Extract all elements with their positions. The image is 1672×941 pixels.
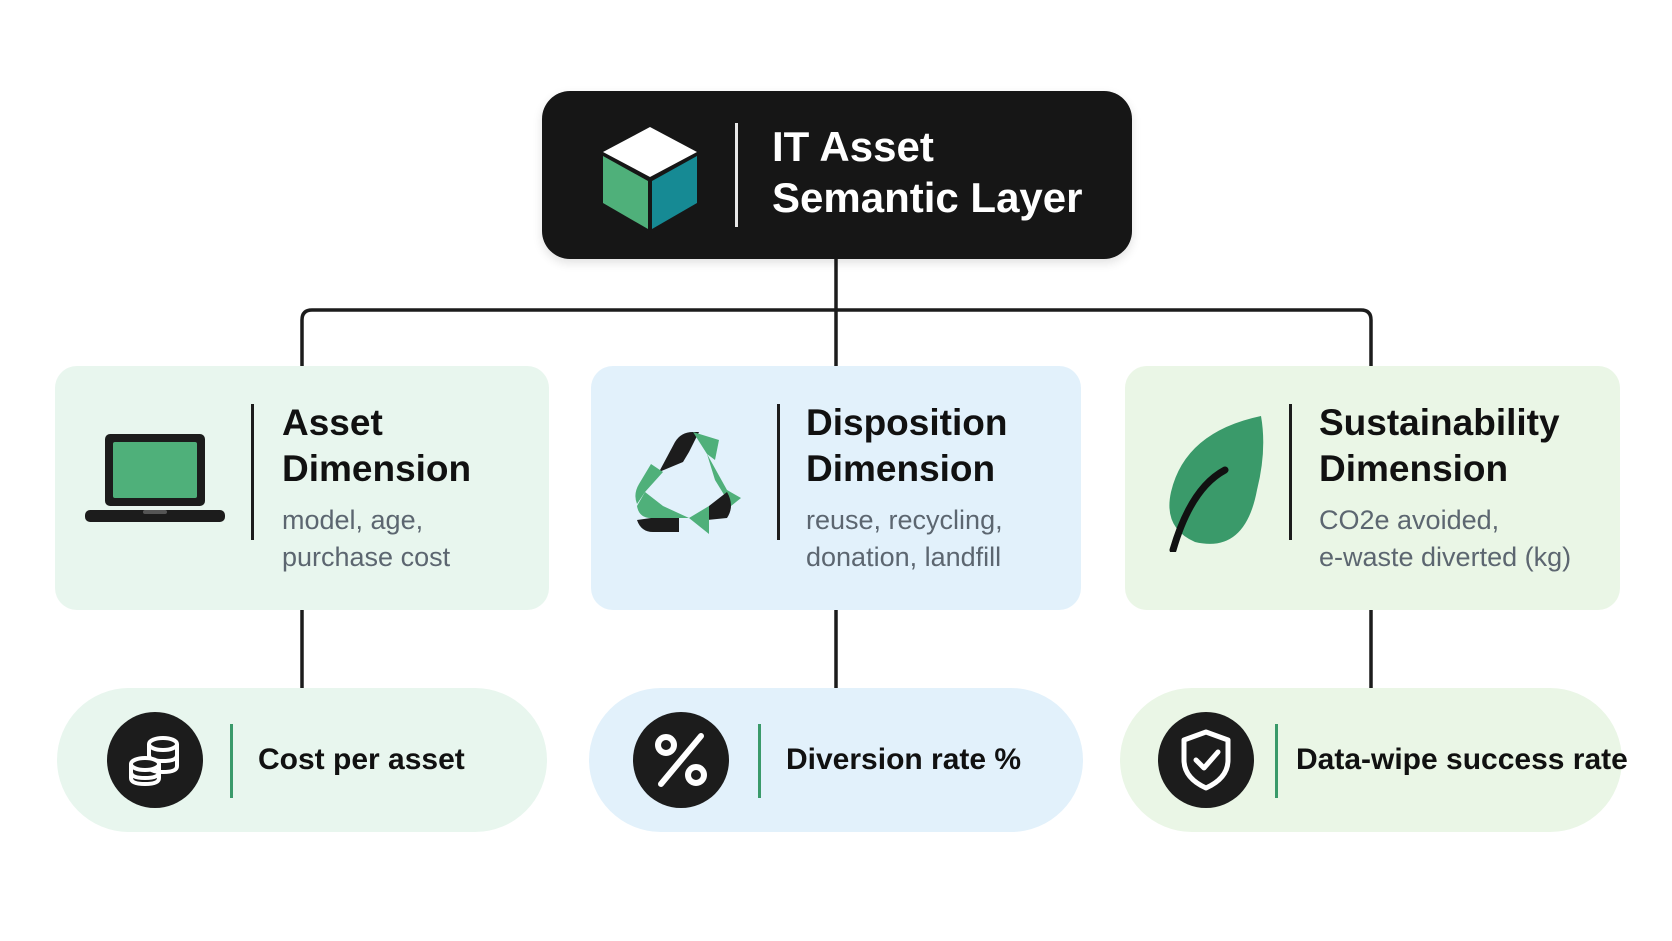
sustainability-desc-line1: CO2e avoided,: [1319, 505, 1500, 535]
shield-check-icon: [1158, 712, 1254, 808]
data-wipe-pill-divider: [1275, 724, 1278, 798]
cube-icon: [603, 127, 697, 229]
root-title-line1: IT Asset: [772, 123, 934, 170]
leaf-icon: [1169, 416, 1264, 552]
disposition-dimension-title: Disposition Dimension: [806, 400, 1007, 492]
data-wipe-metric: Data-wipe success rate: [1120, 688, 1628, 832]
cost-pill-divider: [230, 724, 233, 798]
sustainability-desc-line2: e-waste diverted (kg): [1319, 542, 1572, 572]
sustainability-title-line1: Sustainability: [1319, 402, 1560, 443]
asset-desc-line2: purchase cost: [282, 542, 451, 572]
cost-per-asset-metric: Cost per asset: [57, 688, 547, 832]
coins-icon: [107, 712, 203, 808]
asset-desc-line1: model, age,: [282, 505, 424, 535]
sustainability-title-line2: Dimension: [1319, 448, 1509, 489]
percent-icon: [633, 712, 729, 808]
disposition-dimension-description: reuse, recycling, donation, landfill: [806, 502, 1003, 576]
disposition-desc-line1: reuse, recycling,: [806, 505, 1003, 535]
sustainability-dimension-description: CO2e avoided, e-waste diverted (kg): [1319, 502, 1571, 576]
asset-dimension-description: model, age, purchase cost: [282, 502, 450, 576]
asset-dimension-card: Asset Dimension model, age, purchase cos…: [55, 366, 549, 610]
sustainability-dimension-title: Sustainability Dimension: [1319, 400, 1560, 492]
diversion-rate-metric: Diversion rate %: [589, 688, 1083, 832]
diversion-pill-divider: [758, 724, 761, 798]
laptop-icon: [85, 434, 225, 522]
root-divider: [735, 123, 738, 227]
root-node: IT Asset Semantic Layer: [542, 91, 1132, 259]
asset-title-line2: Dimension: [282, 448, 472, 489]
disposition-dimension-card: Disposition Dimension reuse, recycling, …: [591, 366, 1081, 610]
root-title-line2: Semantic Layer: [772, 174, 1083, 221]
recycle-icon: [635, 432, 741, 534]
diversion-rate-label: Diversion rate %: [786, 743, 1022, 776]
disposition-desc-line2: donation, landfill: [806, 542, 1002, 572]
asset-card-divider: [251, 404, 254, 540]
disposition-title-line2: Dimension: [806, 448, 996, 489]
cost-per-asset-label: Cost per asset: [258, 743, 465, 776]
sustainability-card-divider: [1289, 404, 1292, 540]
disposition-title-line1: Disposition: [806, 402, 1008, 443]
asset-dimension-title: Asset Dimension: [282, 400, 471, 492]
disposition-card-divider: [777, 404, 780, 540]
root-title: IT Asset Semantic Layer: [772, 121, 1112, 223]
data-wipe-label: Data-wipe success rate: [1296, 743, 1628, 776]
sustainability-dimension-card: Sustainability Dimension CO2e avoided, e…: [1125, 366, 1620, 610]
asset-title-line1: Asset: [282, 402, 383, 443]
